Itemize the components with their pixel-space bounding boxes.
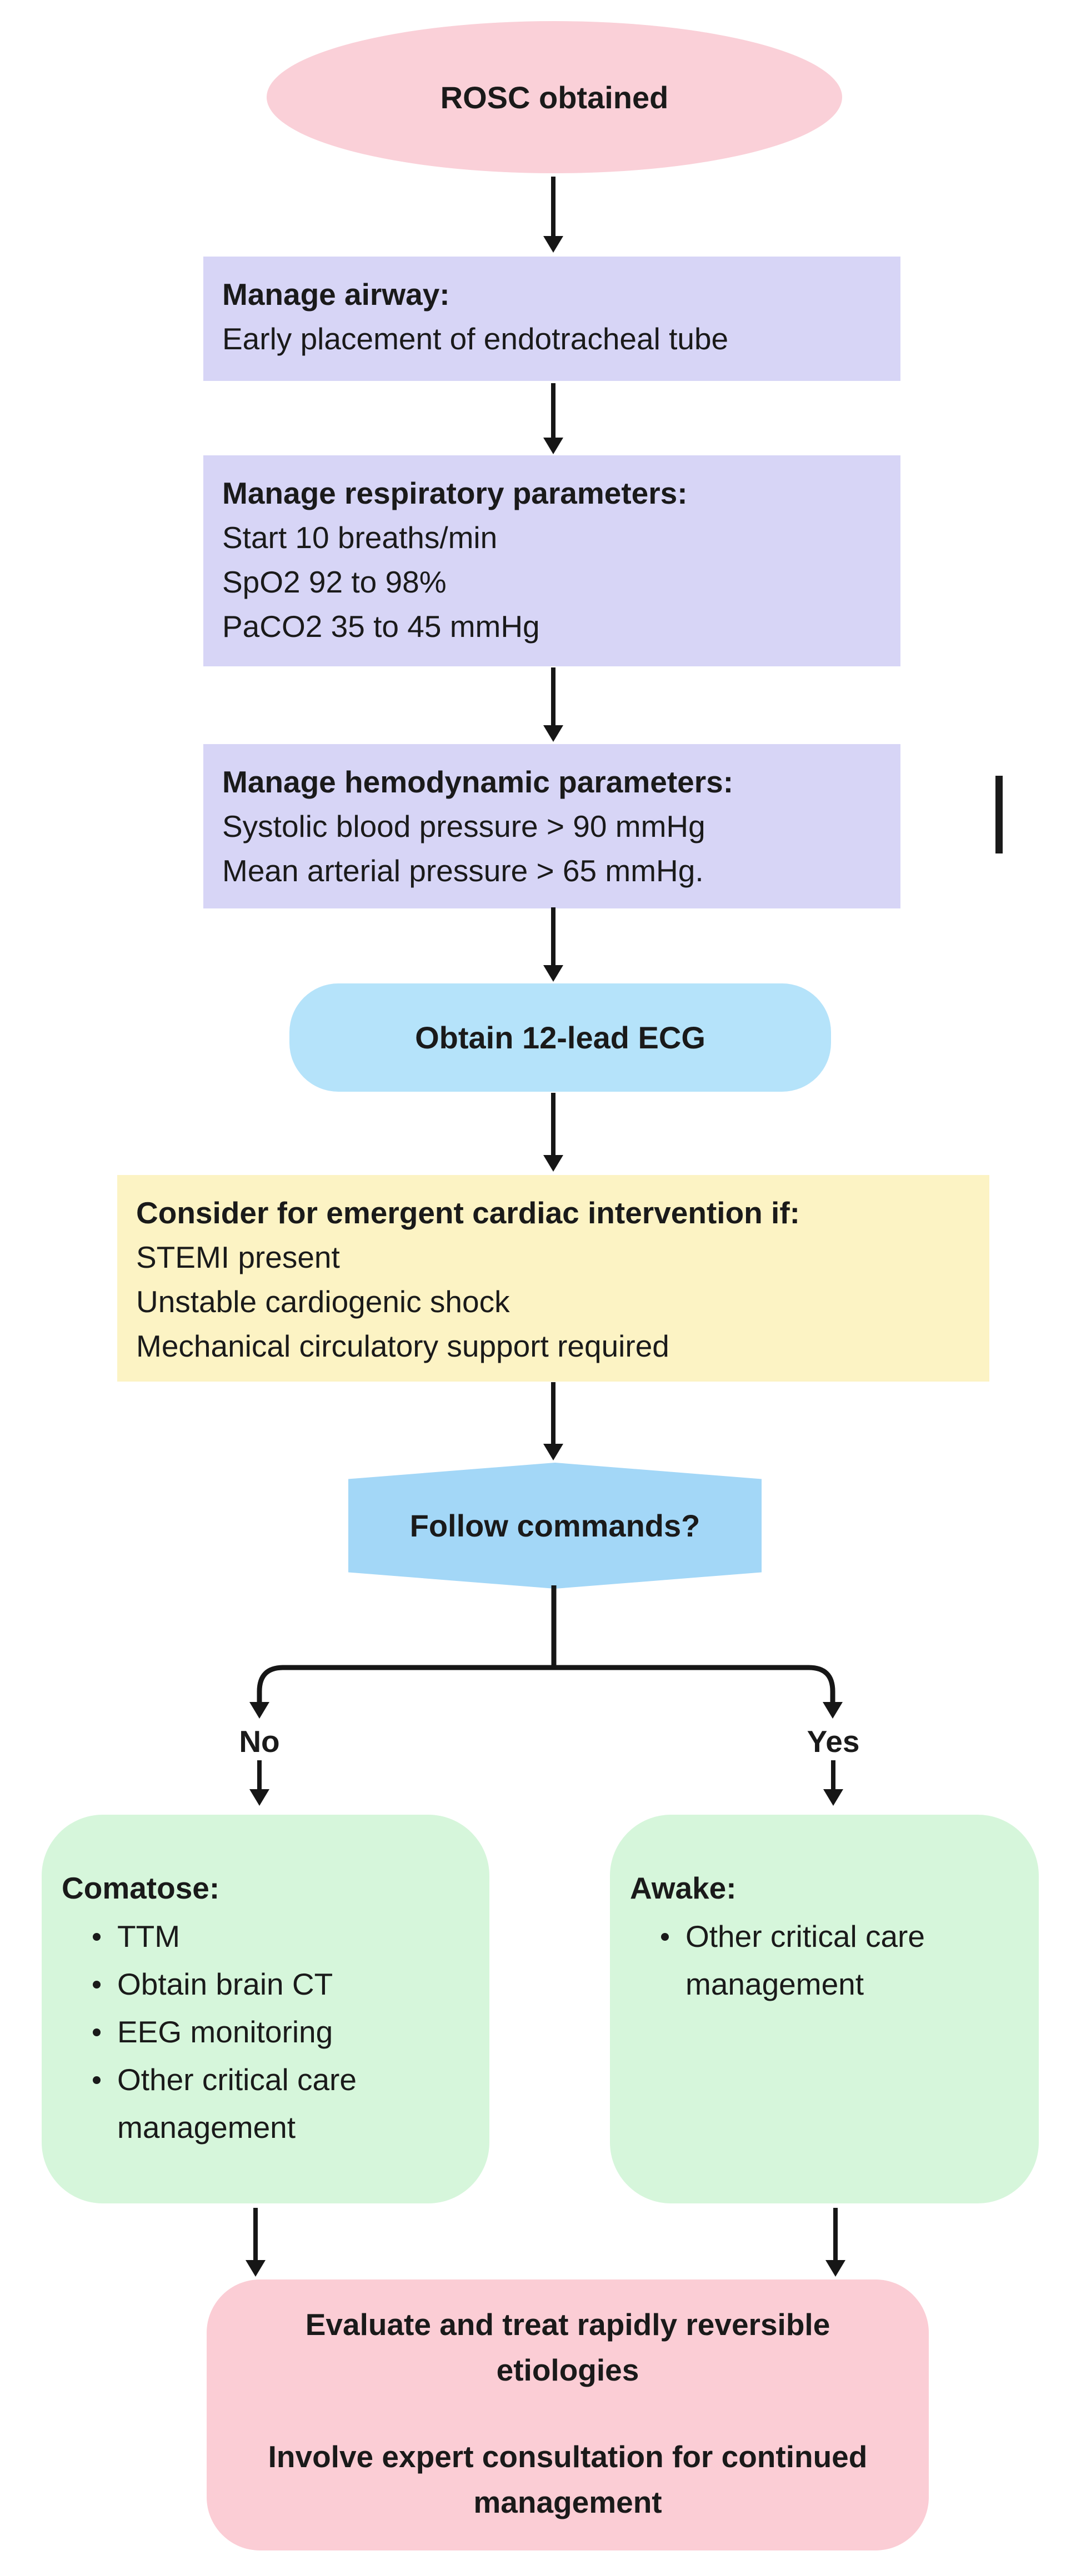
list-item: Other critical care management xyxy=(625,1912,1023,2008)
arrowhead-icon xyxy=(823,1702,843,1719)
arrow-shaft xyxy=(831,1760,835,1789)
node-final-evaluation: Evaluate and treat rapidly reversible et… xyxy=(207,2279,929,2550)
airway-line: Early placement of endotracheal tube xyxy=(222,322,729,356)
arrow-awake-to-final xyxy=(825,2208,845,2277)
final-line: Involve expert consultation for continue… xyxy=(268,2439,868,2474)
node-obtain-ecg: Obtain 12-lead ECG xyxy=(289,983,831,1092)
hemodynamic-line: Systolic blood pressure > 90 mmHg xyxy=(222,809,705,843)
list-item: TTM xyxy=(57,1912,474,1960)
comatose-bullet: TTM xyxy=(117,1919,181,1954)
awake-title: Awake: xyxy=(630,1871,737,1905)
node-manage-airway: Manage airway: Early placement of endotr… xyxy=(203,257,900,381)
comatose-bullet: Other critical care management xyxy=(117,2062,357,2145)
arrowhead-icon xyxy=(543,725,563,742)
arrow-shaft xyxy=(257,1760,262,1789)
final-line: management xyxy=(473,2485,662,2519)
cardiac-line: Mechanical circulatory support required xyxy=(136,1329,669,1363)
respiratory-line: PaCO2 35 to 45 mmHg xyxy=(222,609,540,644)
arrow-respiratory-to-hemodynamic xyxy=(543,667,563,742)
node-comatose: Comatose: TTM Obtain brain CT EEG monito… xyxy=(42,1815,489,2203)
final-line: Evaluate and treat rapidly reversible xyxy=(305,2307,830,2342)
respiratory-line: Start 10 breaths/min xyxy=(222,520,498,555)
stray-cursor-mark xyxy=(995,776,1003,853)
arrowhead-icon xyxy=(823,1789,843,1806)
arrowhead-icon xyxy=(543,965,563,982)
bullet-icon xyxy=(93,1981,101,1989)
hemodynamic-line: Mean arterial pressure > 65 mmHg. xyxy=(222,853,704,888)
comatose-bullet: Obtain brain CT xyxy=(117,1967,333,2001)
bullet-icon xyxy=(93,1933,101,1941)
arrowhead-icon xyxy=(246,2260,266,2277)
arrow-shaft xyxy=(551,1382,555,1444)
paragraph-gap xyxy=(207,2393,929,2434)
node-cardiac-intervention: Consider for emergent cardiac interventi… xyxy=(117,1175,989,1382)
decision-label: Follow commands? xyxy=(409,1508,700,1543)
comatose-bullet: EEG monitoring xyxy=(117,2015,333,2049)
arrowhead-icon xyxy=(825,2260,845,2277)
node-manage-hemodynamic: Manage hemodynamic parameters: Systolic … xyxy=(203,744,900,908)
bullet-icon xyxy=(661,1933,669,1941)
list-item: EEG monitoring xyxy=(57,2008,474,2056)
branch-rail xyxy=(257,1665,835,1703)
node-rosc-start: ROSC obtained xyxy=(267,21,842,173)
arrow-consider-to-decision xyxy=(543,1382,563,1460)
cardiac-line: STEMI present xyxy=(136,1240,340,1274)
node-manage-respiratory: Manage respiratory parameters: Start 10 … xyxy=(203,455,900,666)
arrow-no-to-comatose xyxy=(249,1760,269,1806)
branch-connector xyxy=(249,1585,843,1719)
cardiac-title: Consider for emergent cardiac interventi… xyxy=(136,1196,800,1230)
arrow-shaft xyxy=(551,907,555,965)
hemodynamic-title: Manage hemodynamic parameters: xyxy=(222,765,734,799)
respiratory-line: SpO2 92 to 98% xyxy=(222,565,447,599)
final-line: etiologies xyxy=(496,2353,639,2387)
label-yes: Yes xyxy=(807,1724,860,1759)
list-item: Obtain brain CT xyxy=(57,1960,474,2008)
arrowhead-icon xyxy=(543,1155,563,1172)
arrow-ecg-to-consider xyxy=(543,1093,563,1172)
comatose-title: Comatose: xyxy=(62,1871,220,1905)
arrow-shaft xyxy=(551,177,555,236)
arrow-comatose-to-final xyxy=(246,2208,266,2277)
arrowhead-icon xyxy=(543,1444,563,1460)
arrow-yes-to-awake xyxy=(823,1760,843,1806)
ecg-label: Obtain 12-lead ECG xyxy=(415,1020,705,1055)
arrow-shaft xyxy=(551,1093,555,1155)
arrow-shaft xyxy=(253,2208,258,2260)
cardiac-line: Unstable cardiogenic shock xyxy=(136,1284,510,1319)
arrowhead-icon xyxy=(543,438,563,454)
arrowhead-icon xyxy=(543,236,563,253)
arrow-rosc-to-airway xyxy=(543,177,563,253)
arrow-airway-to-respiratory xyxy=(543,383,563,454)
node-follow-commands-decision: Follow commands? xyxy=(348,1463,762,1589)
arrowhead-icon xyxy=(249,1789,269,1806)
node-awake: Awake: Other critical care management xyxy=(610,1815,1039,2203)
rosc-label: ROSC obtained xyxy=(440,79,669,115)
airway-title: Manage airway: xyxy=(222,277,450,312)
awake-bullet: Other critical care management xyxy=(685,1919,925,2001)
bullet-icon xyxy=(93,2028,101,2036)
arrow-shaft xyxy=(551,667,555,725)
respiratory-title: Manage respiratory parameters: xyxy=(222,476,688,510)
label-no: No xyxy=(239,1724,280,1759)
arrow-shaft xyxy=(833,2208,838,2260)
arrow-shaft xyxy=(551,383,555,438)
arrow-hemodynamic-to-ecg xyxy=(543,907,563,982)
bullet-icon xyxy=(93,2076,101,2084)
list-item: Other critical care management xyxy=(57,2056,474,2151)
arrowhead-icon xyxy=(249,1702,269,1719)
